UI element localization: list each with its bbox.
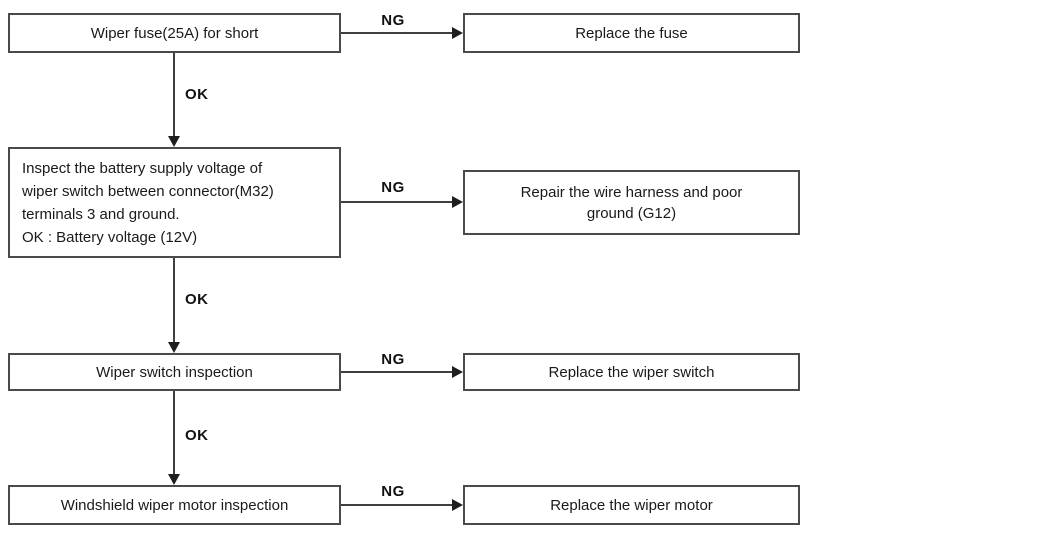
ng-label-2: NG	[381, 179, 405, 196]
ok-arrow-line-3	[173, 391, 175, 474]
ok-arrow-line-1	[173, 53, 175, 137]
check-box-label: Wiper fuse(25A) for short	[90, 24, 259, 42]
ng-arrow-line-2	[341, 201, 453, 203]
ng-arrow-line-4	[341, 504, 453, 506]
ok-arrow-line-2	[173, 258, 175, 342]
check-box-wiper-fuse: Wiper fuse(25A) for short	[8, 13, 341, 53]
check-box-wiper-motor: Windshield wiper motor inspection	[8, 485, 341, 525]
ok-arrowhead-icon	[168, 474, 180, 485]
check-box-label: Windshield wiper motor inspection	[60, 496, 289, 514]
ng-arrow-line-1	[341, 32, 453, 34]
ok-label-2: OK	[185, 291, 209, 308]
ok-arrowhead-icon	[168, 136, 180, 147]
check-box-label: Inspect the battery supply voltage of wi…	[22, 159, 274, 246]
result-box-replace-fuse: Replace the fuse	[463, 13, 800, 53]
ng-label-1: NG	[381, 12, 405, 29]
check-box-label: Wiper switch inspection	[96, 363, 253, 381]
result-box-replace-motor: Replace the wiper motor	[463, 485, 800, 525]
result-box-label: Replace the wiper switch	[548, 363, 715, 381]
ng-arrowhead-icon	[452, 366, 463, 378]
check-box-wiper-switch: Wiper switch inspection	[8, 353, 341, 391]
result-box-replace-switch: Replace the wiper switch	[463, 353, 800, 391]
check-box-battery-voltage: Inspect the battery supply voltage of wi…	[8, 147, 341, 258]
ok-arrowhead-icon	[168, 342, 180, 353]
ng-label-4: NG	[381, 483, 405, 500]
ok-label-3: OK	[185, 427, 209, 444]
result-box-label: Repair the wire harness and poor ground …	[520, 183, 743, 222]
result-box-repair-harness: Repair the wire harness and poor ground …	[463, 170, 800, 235]
ng-arrowhead-icon	[452, 196, 463, 208]
result-box-label: Replace the fuse	[575, 24, 688, 42]
result-box-label: Replace the wiper motor	[550, 496, 713, 514]
ng-label-3: NG	[381, 351, 405, 368]
ng-arrow-line-3	[341, 371, 453, 373]
ng-arrowhead-icon	[452, 499, 463, 511]
ok-label-1: OK	[185, 86, 209, 103]
ng-arrowhead-icon	[452, 27, 463, 39]
